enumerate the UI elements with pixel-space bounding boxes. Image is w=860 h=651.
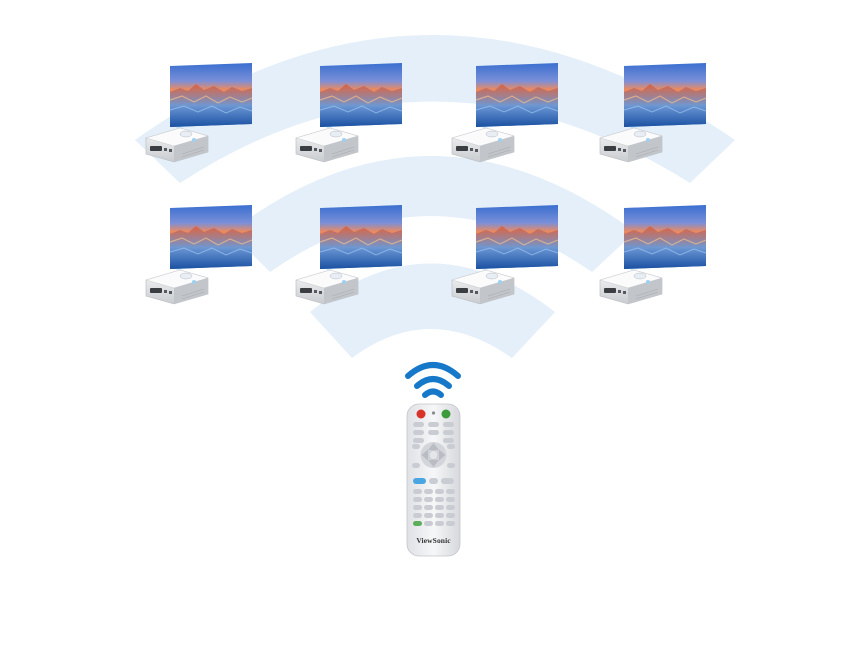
remote-control: ViewSonic <box>406 403 461 557</box>
remote-brand-logo: ViewSonic <box>416 536 451 545</box>
projector-unit <box>452 205 558 304</box>
wave-arc-middle <box>230 156 635 272</box>
power-on-button <box>441 409 451 419</box>
projector-unit <box>146 205 252 304</box>
wifi-signal-icon <box>405 362 461 398</box>
wave-arc-outer <box>135 35 735 183</box>
power-off-button <box>416 409 426 419</box>
dpad <box>420 442 447 468</box>
